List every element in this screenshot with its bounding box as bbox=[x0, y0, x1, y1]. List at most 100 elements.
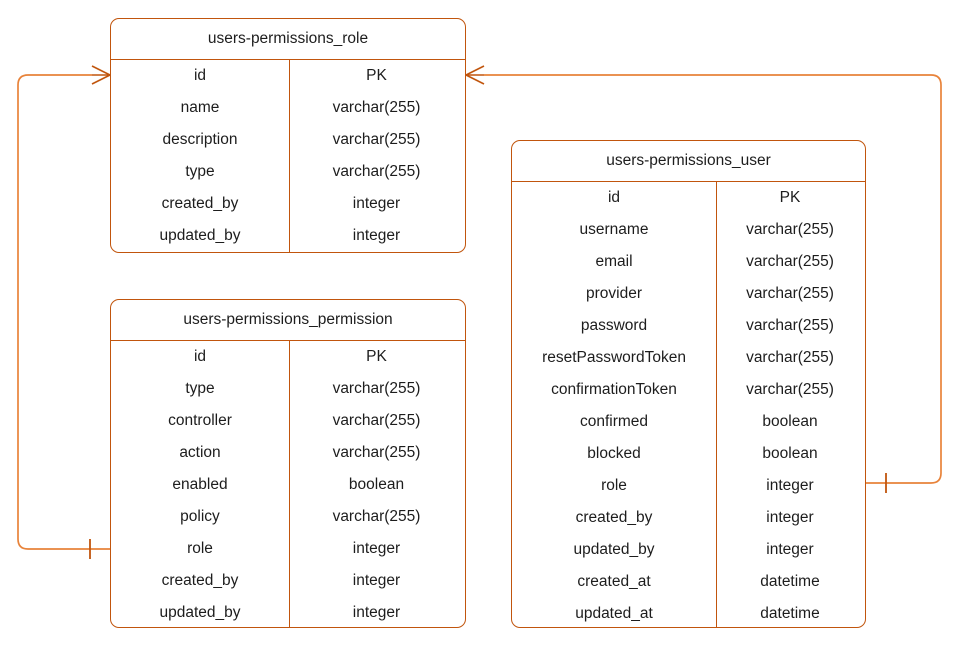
field-name: type bbox=[185, 163, 215, 180]
field-type: boolean bbox=[348, 476, 405, 493]
field-type: integer bbox=[766, 541, 814, 558]
field-name: blocked bbox=[587, 445, 641, 462]
field-name: password bbox=[580, 317, 648, 334]
table-row[interactable]: description varchar(255) bbox=[111, 124, 465, 156]
table-row[interactable]: role integer bbox=[111, 533, 465, 565]
column-divider bbox=[289, 60, 290, 252]
field-type: varchar(255) bbox=[332, 163, 421, 180]
field-name: updated_by bbox=[159, 604, 241, 621]
field-name: name bbox=[180, 99, 220, 116]
field-type: integer bbox=[352, 195, 401, 212]
field-type: PK bbox=[366, 67, 387, 84]
field-name: id bbox=[607, 189, 621, 206]
table-row[interactable]: created_at datetime bbox=[512, 566, 865, 598]
field-type: varchar(255) bbox=[746, 285, 834, 302]
field-name: updated_by bbox=[573, 541, 655, 558]
table-row[interactable]: type varchar(255) bbox=[111, 156, 465, 188]
field-type: boolean bbox=[762, 413, 818, 430]
field-type: integer bbox=[352, 227, 401, 244]
field-name: description bbox=[162, 131, 238, 148]
table-row[interactable]: updated_by integer bbox=[512, 534, 865, 566]
field-type: varchar(255) bbox=[746, 317, 834, 334]
table-row[interactable]: id PK bbox=[111, 341, 465, 373]
field-type: boolean bbox=[762, 445, 818, 462]
field-name: policy bbox=[180, 508, 220, 525]
field-type: datetime bbox=[760, 573, 820, 590]
field-name: username bbox=[579, 221, 649, 238]
column-divider bbox=[289, 341, 290, 627]
field-type: varchar(255) bbox=[746, 381, 834, 398]
table-row[interactable]: created_by integer bbox=[111, 188, 465, 220]
field-name: created_by bbox=[161, 195, 239, 212]
field-name: type bbox=[185, 380, 215, 397]
table-row[interactable]: name varchar(255) bbox=[111, 92, 465, 124]
table-row[interactable]: id PK bbox=[512, 182, 865, 214]
entity-field-list: id PK type varchar(255) controller varchar(25… bbox=[111, 341, 465, 627]
field-type: varchar(255) bbox=[746, 221, 834, 238]
table-row[interactable]: id PK bbox=[111, 60, 465, 92]
field-name: controller bbox=[168, 412, 232, 429]
entity-field-list: id PK name varchar(255) description varchar(2… bbox=[111, 60, 465, 252]
field-type: integer bbox=[352, 540, 401, 557]
field-name: provider bbox=[586, 285, 642, 302]
crowsfoot-marker-many bbox=[91, 65, 111, 85]
crowsfoot-marker-many bbox=[465, 65, 485, 85]
field-name: role bbox=[601, 477, 627, 494]
field-type: varchar(255) bbox=[746, 349, 834, 366]
relationship-role-to-permission[interactable] bbox=[17, 65, 111, 559]
entity-title: users-permissions_user bbox=[512, 141, 865, 182]
table-row[interactable]: created_by integer bbox=[512, 502, 865, 534]
field-name: id bbox=[193, 348, 207, 365]
entity-title: users-permissions_permission bbox=[111, 300, 465, 341]
table-row[interactable]: type varchar(255) bbox=[111, 373, 465, 405]
field-name: resetPasswordToken bbox=[542, 349, 686, 366]
table-row[interactable]: email varchar(255) bbox=[512, 246, 865, 278]
field-type: PK bbox=[779, 189, 801, 206]
table-row[interactable]: provider varchar(255) bbox=[512, 278, 865, 310]
field-type: integer bbox=[352, 604, 401, 621]
table-row[interactable]: created_by integer bbox=[111, 565, 465, 597]
table-row[interactable]: updated_by integer bbox=[111, 220, 465, 252]
field-type: datetime bbox=[760, 605, 820, 622]
field-name: created_by bbox=[575, 509, 653, 526]
entity-title: users-permissions_role bbox=[111, 19, 465, 60]
table-row[interactable]: controller varchar(255) bbox=[111, 405, 465, 437]
field-type: varchar(255) bbox=[332, 380, 421, 397]
field-name: updated_by bbox=[159, 227, 241, 244]
column-divider bbox=[716, 182, 717, 627]
field-type: varchar(255) bbox=[332, 444, 421, 461]
field-type: varchar(255) bbox=[746, 253, 834, 270]
field-type: varchar(255) bbox=[332, 131, 421, 148]
table-row[interactable]: updated_by integer bbox=[111, 597, 465, 627]
table-row[interactable]: username varchar(255) bbox=[512, 214, 865, 246]
entity-field-list: id PK username varchar(255) email varchar(255… bbox=[512, 182, 865, 627]
table-row[interactable]: password varchar(255) bbox=[512, 310, 865, 342]
field-type: varchar(255) bbox=[332, 99, 421, 116]
table-row[interactable]: policy varchar(255) bbox=[111, 501, 465, 533]
field-type: integer bbox=[352, 572, 401, 589]
field-type: integer bbox=[766, 477, 814, 494]
field-name: role bbox=[187, 540, 213, 557]
field-type: varchar(255) bbox=[332, 412, 421, 429]
field-name: email bbox=[595, 253, 633, 270]
table-row[interactable]: confirmed boolean bbox=[512, 406, 865, 438]
field-name: created_by bbox=[161, 572, 239, 589]
field-name: created_at bbox=[577, 573, 651, 590]
field-name: enabled bbox=[172, 476, 228, 493]
field-name: confirmed bbox=[579, 413, 649, 430]
table-row[interactable]: enabled boolean bbox=[111, 469, 465, 501]
table-row[interactable]: role integer bbox=[512, 470, 865, 502]
field-type: PK bbox=[366, 348, 387, 365]
field-name: id bbox=[193, 67, 207, 84]
field-type: integer bbox=[766, 509, 814, 526]
table-row[interactable]: blocked boolean bbox=[512, 438, 865, 470]
table-row[interactable]: resetPasswordToken varchar(255) bbox=[512, 342, 865, 374]
field-type: varchar(255) bbox=[332, 508, 421, 525]
